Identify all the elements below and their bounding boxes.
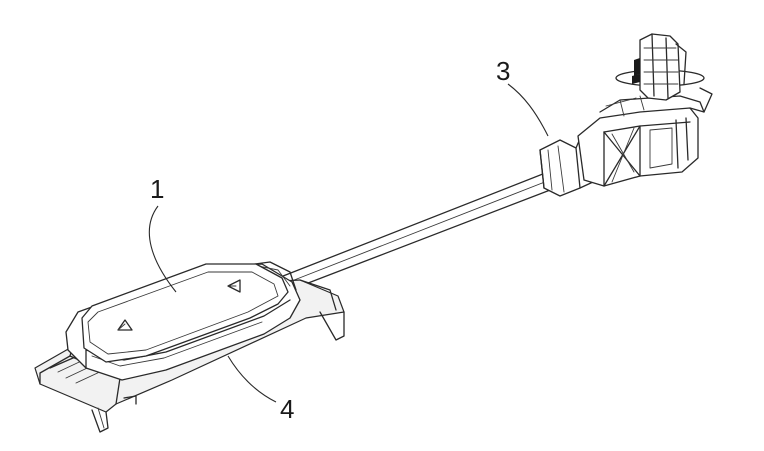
label-part-4: 4: [280, 394, 294, 424]
leader-part-1: [148, 205, 177, 293]
leader-lines: [148, 83, 549, 403]
leader-part-3: [507, 83, 549, 137]
cable: [277, 169, 559, 291]
label-part-1: 1: [150, 174, 164, 204]
mounting-clip: [615, 33, 705, 101]
leader-part-4: [227, 355, 277, 403]
triangle-markers: [117, 279, 241, 331]
connector-strain-relief: [539, 129, 607, 197]
label-part-3: 3: [496, 56, 510, 86]
connector-body: [577, 87, 713, 187]
